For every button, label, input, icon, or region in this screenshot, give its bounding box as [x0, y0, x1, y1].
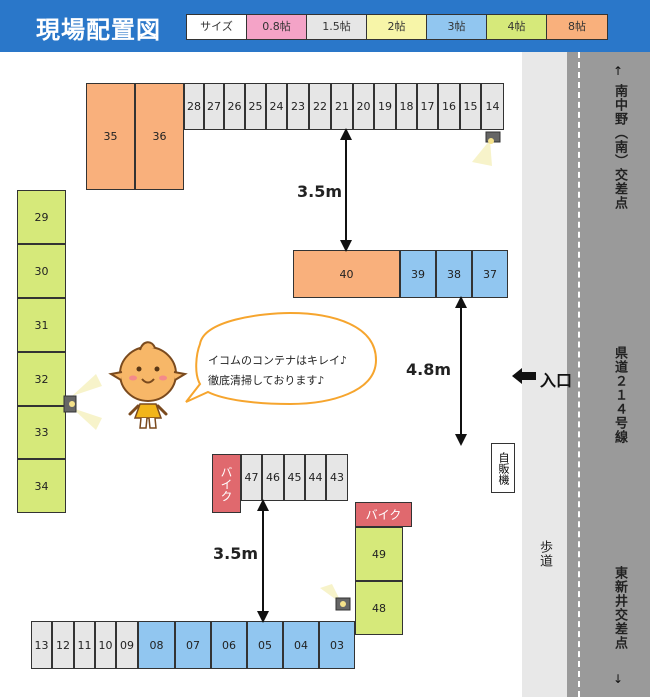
unit-46: 46 [262, 454, 284, 501]
unit-32: 32 [17, 352, 66, 406]
unit-25: 25 [245, 83, 266, 130]
arrow-up-icon: ↑ [613, 64, 624, 78]
unit-14: 14 [481, 83, 504, 130]
entrance-label: 入口 [540, 371, 573, 390]
road-label-middle: 県道２１４号線 [612, 346, 627, 444]
legend-item-1-5: 1.5帖 [307, 15, 367, 39]
unit-30: 30 [17, 244, 66, 298]
unit-43: 43 [326, 454, 348, 501]
road [567, 52, 650, 697]
page-title: 現場配置図 [36, 16, 161, 44]
unit-17: 17 [417, 83, 438, 130]
light-icon [472, 131, 501, 166]
unit-07: 07 [175, 621, 211, 669]
unit-45: 45 [284, 454, 305, 501]
unit-12: 12 [52, 621, 74, 669]
legend-item-size: サイズ [187, 15, 247, 39]
unit-49: 49 [355, 527, 403, 581]
unit-26: 26 [224, 83, 245, 130]
unit-35: 35 [86, 83, 135, 190]
speech-bubble [185, 311, 378, 406]
light-icon [63, 374, 102, 430]
unit-38: 38 [436, 250, 472, 298]
distance-label-mid: 4.8m [406, 360, 452, 379]
arrow-down-icon: ↓ [613, 672, 624, 686]
legend-item-8: 8帖 [547, 15, 607, 39]
unit-19: 19 [374, 83, 396, 130]
unit-15: 15 [460, 83, 481, 130]
unit-05: 05 [247, 621, 283, 669]
unit-27: 27 [204, 83, 224, 130]
legend-item-3: 3帖 [427, 15, 487, 39]
unit-04: 04 [283, 621, 319, 669]
entrance-arrow-icon [512, 368, 536, 384]
unit-13: 13 [31, 621, 52, 669]
unit-22: 22 [309, 83, 331, 130]
mascot-character [108, 341, 188, 429]
unit-47: 47 [241, 454, 262, 501]
bubble-text: イコムのコンテナはキレイ♪ 徹底清掃しております♪ [208, 351, 378, 391]
unit-11: 11 [74, 621, 95, 669]
bubble-line-2: 徹底清掃しております♪ [208, 374, 325, 387]
unit-23: 23 [287, 83, 309, 130]
unit-33: 33 [17, 406, 66, 459]
unit-08: 08 [138, 621, 175, 669]
sidewalk-label: 歩道 [537, 540, 552, 568]
unit-18: 18 [396, 83, 417, 130]
light-icon [320, 584, 351, 611]
unit-24: 24 [266, 83, 287, 130]
unit-03: 03 [319, 621, 355, 669]
unit-10: 10 [95, 621, 116, 669]
header-bar: 現場配置図 サイズ 0.8帖 1.5帖 2帖 3帖 4帖 8帖 [0, 0, 650, 52]
road-center-line [578, 52, 580, 697]
unit-44: 44 [305, 454, 326, 501]
unit-09: 09 [116, 621, 138, 669]
unit-29: 29 [17, 190, 66, 244]
bike-parking-1: バイク [212, 454, 241, 513]
distance-label-bottom: 3.5m [213, 544, 259, 563]
unit-37: 37 [472, 250, 508, 298]
legend-item-2: 2帖 [367, 15, 427, 39]
road-label-bottom: 東新井交差点 [612, 566, 627, 650]
bike-parking-2: バイク [355, 502, 412, 527]
vending-machine: 自販機 [491, 443, 515, 493]
unit-39: 39 [400, 250, 436, 298]
size-legend: サイズ 0.8帖 1.5帖 2帖 3帖 4帖 8帖 [186, 14, 608, 40]
unit-28: 28 [184, 83, 204, 130]
unit-31: 31 [17, 298, 66, 352]
legend-item-0-8: 0.8帖 [247, 15, 307, 39]
distance-label-top: 3.5m [297, 182, 343, 201]
road-label-top: 南中野（南）交差点 [612, 84, 627, 210]
legend-item-4: 4帖 [487, 15, 547, 39]
unit-48: 48 [355, 581, 403, 635]
bubble-line-1: イコムのコンテナはキレイ♪ [208, 354, 348, 367]
unit-06: 06 [211, 621, 247, 669]
unit-20: 20 [353, 83, 374, 130]
unit-36: 36 [135, 83, 184, 190]
unit-21: 21 [331, 83, 353, 130]
unit-16: 16 [438, 83, 460, 130]
unit-34: 34 [17, 459, 66, 513]
